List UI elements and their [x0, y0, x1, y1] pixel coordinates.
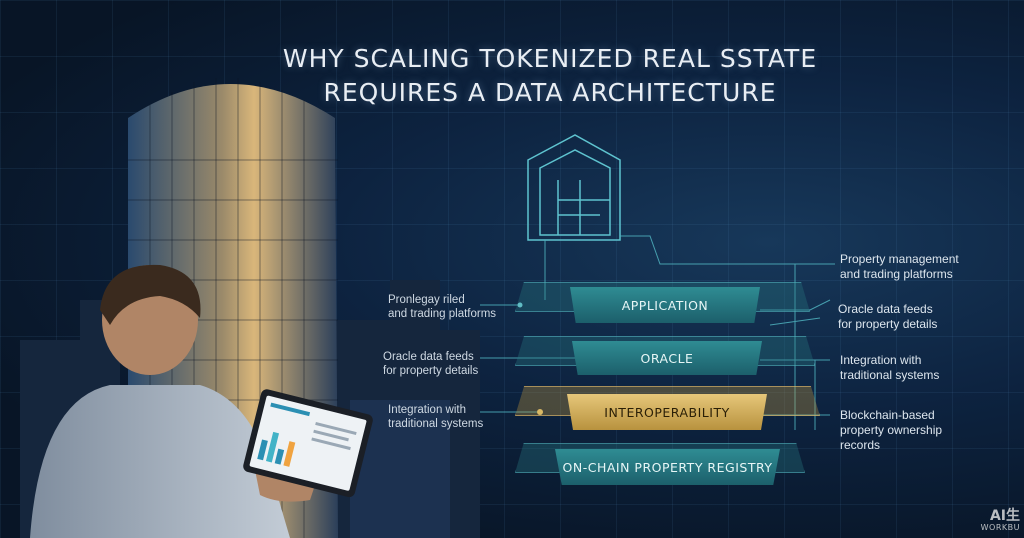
layer-application: APPLICATION [570, 287, 760, 323]
layer-interoperability: INTEROPERABILITY [567, 394, 767, 430]
layer-on-chain-registry: ON-CHAIN PROPERTY REGISTRY [555, 449, 780, 485]
layer-application-label: APPLICATION [621, 297, 709, 313]
tablet [243, 389, 373, 498]
left-label-application: Pronlegay riled and trading platforms [388, 294, 497, 320]
layer-interoperability-label: INTEROPERABILITY [604, 404, 730, 420]
right-label-application: Property management and trading platform… [840, 252, 959, 281]
scene-illustration [20, 78, 480, 538]
title-line-1: WHY SCALING TOKENIZED REAL SSTATE [282, 44, 818, 73]
right-label-interoperability: Integration with traditional systems [840, 353, 940, 382]
wireframe-building-icon [527, 134, 621, 241]
person [30, 264, 320, 538]
left-label-interoperability: Integration with traditional systems [388, 404, 484, 430]
right-label-oracle: Oracle data feeds for property details [838, 302, 938, 331]
title-line-2: REQUIRES A DATA ARCHITECTURE [323, 78, 777, 107]
left-label-oracle: Oracle data feeds for property details [383, 351, 479, 377]
layer-oracle: ORACLE [572, 341, 762, 375]
page-title: WHY SCALING TOKENIZED REAL SSTATE REQUIR… [200, 42, 900, 110]
layer-oracle-label: ORACLE [640, 350, 694, 366]
watermark-logo: AI生 WORKBU [980, 508, 1020, 532]
right-label-registry: Blockchain-based property ownership reco… [840, 408, 943, 452]
layer-registry-label: ON-CHAIN PROPERTY REGISTRY [562, 459, 773, 475]
